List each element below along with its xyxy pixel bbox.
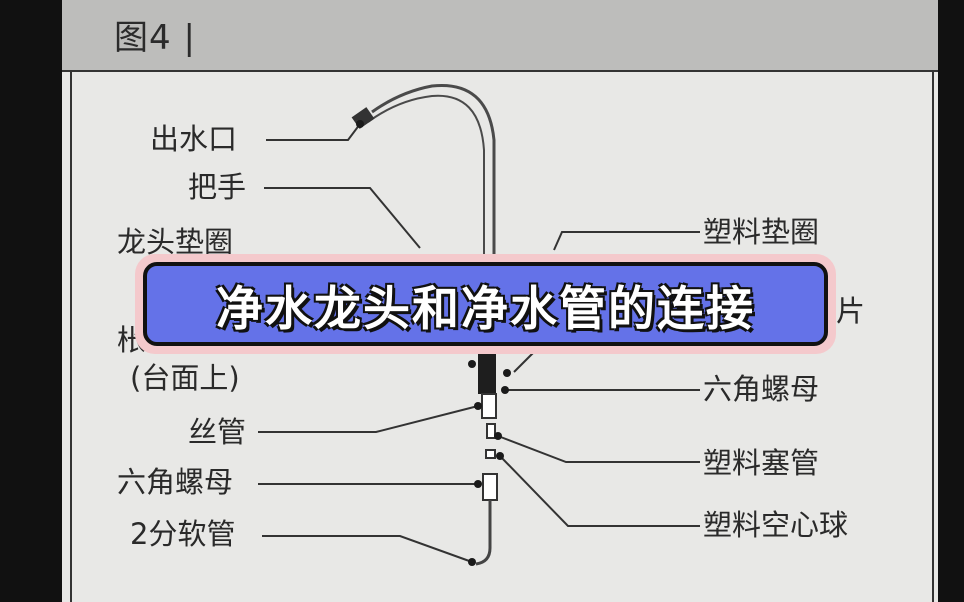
figure-label: 图4 | (114, 18, 196, 58)
label-plastic-ball: 塑料空心球 (703, 508, 849, 542)
leader-dots (356, 120, 511, 566)
faucet-spout (367, 83, 496, 360)
label-hex-nut-left: 六角螺母 (117, 465, 234, 499)
hose (475, 500, 492, 566)
hex-nut-lower (482, 473, 498, 501)
label-partial-piece: 片 (836, 294, 866, 328)
faucet-body (478, 352, 496, 394)
label-gasket: 龙头垫圈 (117, 225, 234, 259)
title-banner: 净水龙头和净水管的连接 (135, 254, 836, 354)
diagram-frame (70, 70, 934, 602)
label-outlet: 出水口 (150, 122, 238, 156)
figure-header: 图4 | (62, 0, 938, 72)
label-hex-nut-right: 六角螺母 (703, 372, 820, 406)
label-hose: 2分软管 (130, 517, 236, 551)
label-plastic-plug: 塑料塞管 (703, 446, 820, 480)
label-countertop: (台面上) (130, 361, 240, 395)
plastic-plug (486, 423, 496, 439)
label-handle: 把手 (188, 170, 247, 204)
hex-nut-upper (481, 393, 497, 419)
label-threaded-pipe: 丝管 (188, 415, 247, 449)
title-banner-inner: 净水龙头和净水管的连接 (143, 262, 828, 346)
label-plastic-gasket: 塑料垫圈 (703, 215, 820, 249)
plastic-ball (485, 449, 496, 459)
title-banner-text: 净水龙头和净水管的连接 (216, 281, 755, 337)
